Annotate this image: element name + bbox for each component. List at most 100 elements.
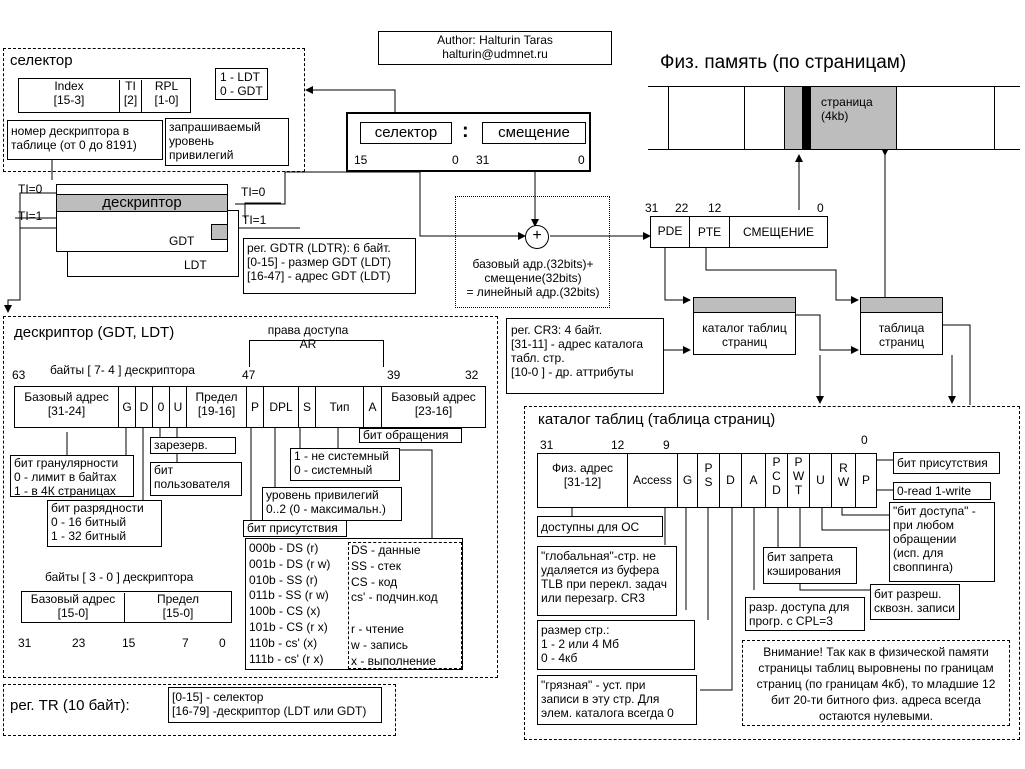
bit-label: 0: [219, 636, 226, 650]
type-table: 000b - DS (r) 001b - DS (r w) 010b - SS …: [245, 538, 463, 670]
bit-label: 7: [182, 636, 189, 650]
s-field: S: [298, 387, 315, 427]
adder-icon: +: [525, 225, 549, 249]
bit-label: 15: [354, 153, 368, 167]
ldt-descriptor-row: [211, 224, 228, 240]
u-field: U: [169, 387, 186, 427]
memory-cell: [648, 87, 669, 149]
gdt-label: GDT: [169, 234, 195, 248]
phys-memory-strip: страница (4kb): [648, 86, 1020, 150]
bit-label: 9: [663, 438, 670, 452]
selector-title: селектор: [10, 52, 73, 69]
selector-register: Index [15-3] TI [2] RPL [1-0]: [18, 78, 191, 113]
descriptor-high: Базовый адрес [31-24] G D 0 U Предел [19…: [14, 386, 486, 428]
write-through-note: бит разреш. сквозн. записи: [870, 584, 960, 620]
present-note: бит присутствия: [893, 452, 1000, 474]
g-field: G: [677, 454, 697, 507]
type-field: Тип: [315, 387, 363, 427]
descriptor-title: дескриптор (GDT, LDT): [14, 324, 175, 341]
privilege-note: уровень привилегий 0..2 (0 - максимальн.…: [262, 487, 402, 521]
d-field: D: [135, 387, 152, 427]
selector-ti-field: TI [2]: [119, 79, 141, 113]
bit-label: 23: [72, 636, 86, 650]
d-field: D: [719, 454, 741, 507]
gdt-table: дескриптор GDT: [56, 184, 228, 252]
bit-label: 31: [18, 636, 32, 650]
bit-label: 47: [242, 368, 256, 382]
linear-address: PDE PTE СМЕЩЕНИЕ: [650, 216, 828, 248]
type-legend: DS - данные SS - стек CS - код cs' - под…: [348, 542, 462, 669]
global-note: "глобальная"-стр. не удаляется из буфера…: [537, 546, 677, 616]
a-field: A: [741, 454, 765, 507]
g-field: G: [118, 387, 135, 427]
memory-divider: [994, 87, 995, 149]
rw-note: 0-read 1-write: [893, 482, 991, 500]
pde-field: PDE: [657, 224, 683, 238]
phys-memory-title: Физ. память (по страницам): [660, 52, 907, 73]
user-bit-note: бит пользователя: [150, 462, 242, 496]
bit-label: 31: [476, 153, 490, 167]
ti0-right-label: TI=0: [241, 185, 266, 199]
selector-panel: [3, 48, 305, 172]
dirty-note: "грязная" - уст. при записи в эту стр. Д…: [537, 675, 697, 725]
memory-cell: [744, 87, 765, 149]
author-email: halturin@udmnet.ru: [442, 47, 548, 61]
os-available-note: доступны для ОС: [537, 516, 663, 537]
bit-label: 12: [708, 201, 722, 215]
page-directory: каталог таблиц страниц: [693, 297, 796, 355]
type-legend-text: DS - данные SS - стек CS - код cs' - под…: [351, 543, 438, 668]
bytes-7-4-label: байты [ 7- 4 ] дескриптора: [50, 363, 195, 377]
rpl-description: запрашиваемый уровень привилегий: [165, 118, 289, 166]
base-15-0-field: Базовый адрес [15-0]: [30, 592, 116, 620]
u-field: U: [809, 454, 831, 507]
adder-description: базовый адр.(32bits)+ смещение(32bits) =…: [466, 257, 600, 299]
tr-panel: [3, 684, 396, 736]
bit-label: 15: [122, 636, 136, 650]
memory-cell: [784, 87, 803, 149]
bit-label: 0: [578, 153, 585, 167]
p-field: P: [246, 387, 263, 427]
access-field: Access: [627, 454, 677, 507]
p-field: P: [855, 454, 876, 507]
page-size-note: размер стр.: 1 - 2 или 4 Мб 0 - 4кб: [537, 620, 695, 670]
selector-index-field: Index [15-3]: [53, 79, 85, 107]
ti1-right-label: TI=1: [242, 213, 267, 227]
type-codes: 000b - DS (r) 001b - DS (r w) 010b - SS …: [249, 541, 331, 666]
bit-label: 31: [645, 201, 659, 215]
access-rights-bracket: [249, 340, 384, 367]
directory-entry: [694, 298, 795, 313]
ps-field: P S: [697, 454, 719, 507]
page-table-entry: [861, 298, 942, 313]
pcd-field: P C D: [765, 454, 787, 507]
memory-page: страница (4kb): [811, 87, 897, 149]
author-box: Author: Halturin Taras halturin@udmnet.r…: [378, 31, 612, 65]
directory-label: каталог таблиц страниц: [702, 321, 787, 349]
pte-field: PTE: [689, 217, 729, 247]
bit-label: 0: [817, 201, 824, 215]
ti-legend: 1 - LDT 0 - GDT: [215, 68, 268, 100]
logical-selector: селектор: [360, 122, 452, 144]
logical-address: селектор : смещение 15 0 31 0: [346, 112, 591, 172]
bit-label: 12: [611, 438, 625, 452]
size-bit-note: бит разрядности 0 - 16 битный 1 - 32 бит…: [47, 500, 162, 547]
cr3-register: рег. CR3: 4 байт. [31-11] - адрес катало…: [506, 318, 664, 394]
author-name: Author: Halturin Taras: [437, 33, 553, 47]
alignment-note: Внимание! Так как в физической памяти ст…: [742, 640, 1010, 726]
bit-label: 0: [861, 433, 868, 447]
page-table: таблица страниц: [860, 297, 943, 355]
reserved-note: зарезерв.: [150, 437, 236, 454]
gdtr-register: рег. GDTR (LDTR): 6 байт. [0-15] - разме…: [243, 238, 416, 294]
a-field: A: [363, 387, 381, 427]
descriptor-low: Базовый адрес [15-0] Предел [15-0]: [21, 591, 232, 623]
base-31-24-field: Базовый адрес [31-24]: [24, 390, 109, 418]
ti1-label: TI=1: [18, 209, 43, 223]
bit-label: 31: [540, 438, 554, 452]
page-entry-title: каталог таблиц (таблица страниц): [538, 411, 776, 428]
limit-19-16-field: Предел [19-16]: [186, 387, 246, 427]
bytes-3-0-label: байты [ 3 - 0 ] дескриптора: [45, 570, 194, 584]
page-table-label: таблица страниц: [878, 321, 925, 349]
tr-title: рег. TR (10 байт):: [10, 697, 130, 714]
bit-label: 22: [675, 201, 689, 215]
accessed-bit-note: бит обращения: [359, 428, 462, 443]
zero-field: 0: [152, 387, 169, 427]
